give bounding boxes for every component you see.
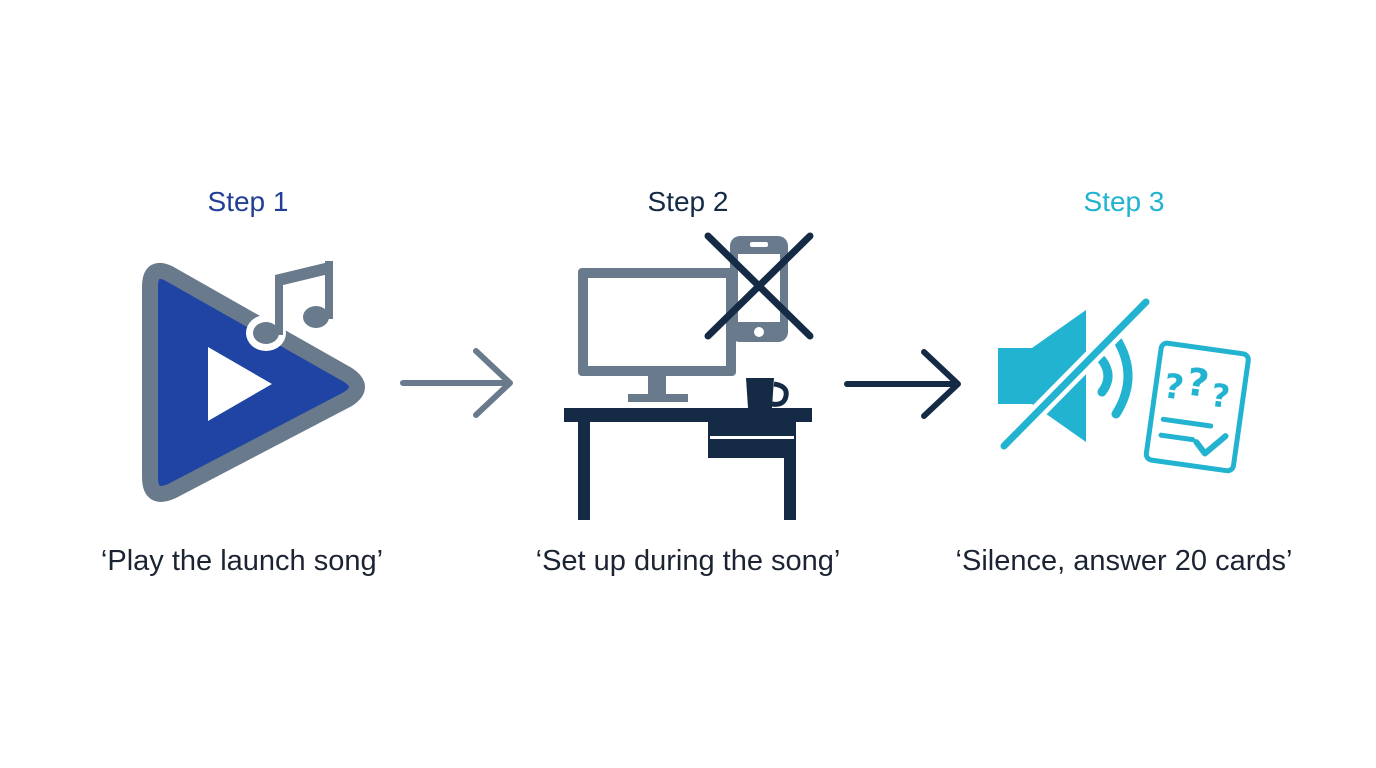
arrow-right-icon bbox=[844, 349, 961, 419]
step-3-title: Step 3 bbox=[1083, 186, 1165, 217]
desk-no-phone-icon bbox=[564, 232, 814, 520]
step-2-caption: ‘Set up during the song’ bbox=[535, 545, 841, 577]
step-3-caption: ‘Silence, answer 20 cards’ bbox=[955, 545, 1293, 577]
step-1-title: Step 1 bbox=[207, 186, 289, 217]
svg-text:?: ? bbox=[1208, 376, 1232, 416]
arrow-right-icon bbox=[400, 348, 513, 418]
play-music-icon bbox=[142, 261, 365, 502]
step-1-caption: ‘Play the launch song’ bbox=[100, 545, 384, 577]
mute-quiz-cards-icon: ? ? ? bbox=[996, 294, 1251, 474]
step-2-title: Step 2 bbox=[647, 186, 729, 217]
